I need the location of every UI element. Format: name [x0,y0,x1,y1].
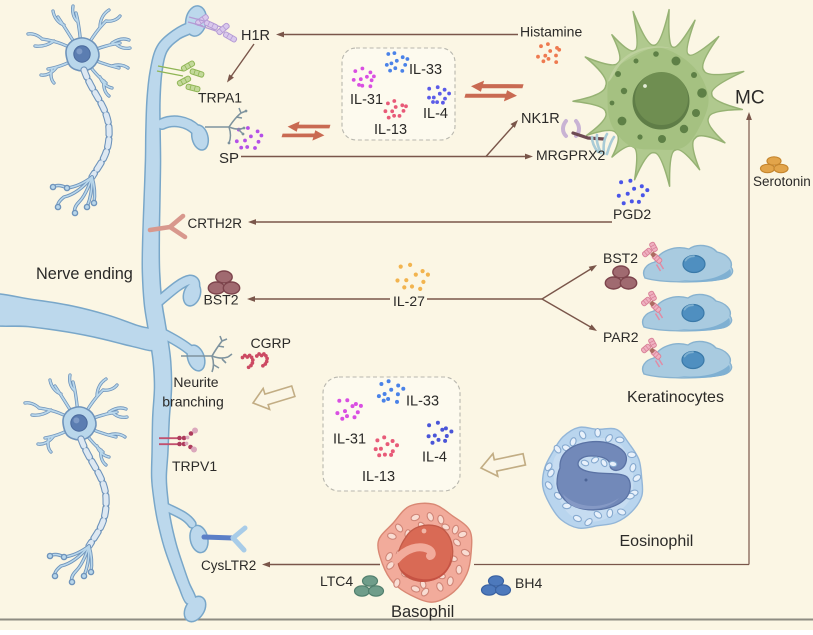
svg-text:IL-33: IL-33 [409,62,442,78]
svg-text:Basophil: Basophil [391,603,454,621]
svg-text:Nerve ending: Nerve ending [36,265,133,283]
svg-text:Keratinocytes: Keratinocytes [627,389,724,406]
svg-text:IL-13: IL-13 [362,469,395,485]
svg-text:IL-4: IL-4 [422,450,447,466]
svg-text:CGRP: CGRP [251,335,291,351]
svg-text:MRGPRX2: MRGPRX2 [536,147,605,163]
svg-text:TRPA1: TRPA1 [198,90,242,106]
svg-text:BST2: BST2 [603,250,638,266]
svg-text:Eosinophil: Eosinophil [620,533,694,550]
svg-text:IL-31: IL-31 [333,432,366,448]
svg-text:NK1R: NK1R [521,111,560,127]
svg-text:Serotonin: Serotonin [753,174,811,189]
svg-text:BH4: BH4 [515,575,542,591]
svg-text:CysLTR2: CysLTR2 [201,558,256,573]
svg-text:H1R: H1R [241,28,270,44]
svg-text:CRTH2R: CRTH2R [188,216,243,231]
svg-text:IL-27: IL-27 [393,293,425,309]
svg-text:IL-13: IL-13 [374,122,407,138]
svg-text:SP: SP [219,150,239,167]
svg-text:TRPV1: TRPV1 [172,458,217,474]
svg-text:IL-31: IL-31 [350,92,383,108]
svg-text:Histamine: Histamine [520,24,582,40]
svg-text:MC: MC [735,88,765,109]
svg-text:PGD2: PGD2 [613,206,651,222]
svg-text:IL-33: IL-33 [406,394,439,410]
svg-text:LTC4: LTC4 [320,573,353,589]
svg-text:Neurite: Neurite [173,374,218,390]
svg-text:PAR2: PAR2 [603,329,639,345]
svg-text:branching: branching [162,394,224,410]
svg-text:IL-4: IL-4 [423,106,448,122]
svg-text:BST2: BST2 [204,292,239,308]
